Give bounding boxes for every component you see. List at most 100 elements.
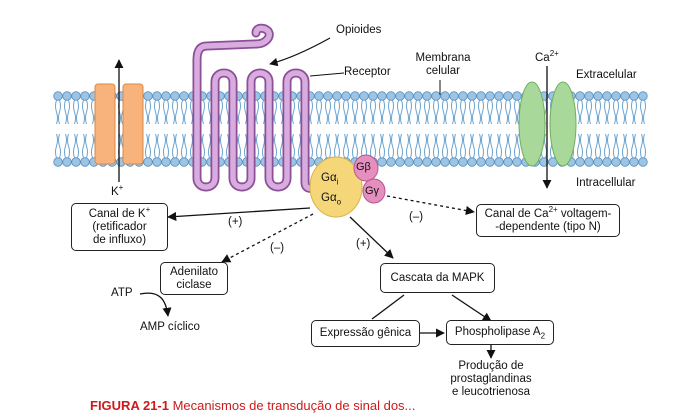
- products-line3: e leucotrienosa: [452, 386, 530, 398]
- lipid-tail: [607, 133, 610, 159]
- lipid-head: [422, 157, 432, 167]
- lipid-head: [53, 91, 63, 101]
- lipid-tail: [364, 99, 367, 125]
- lipid-tail: [202, 99, 205, 125]
- canal-k-line1-base: Canal de K: [88, 207, 146, 220]
- canal-ca-box: Canal de Ca2+ voltagem- -dependente (tip…: [476, 204, 620, 237]
- lipid-head: [71, 91, 81, 101]
- canal-k-box: Canal de K+ (retificador de influxo): [71, 203, 168, 251]
- lipid-tail: [634, 133, 637, 159]
- lipid-head: [413, 157, 423, 167]
- lipid-tail: [364, 133, 367, 159]
- lipid-head: [350, 91, 360, 101]
- lipid-tail: [580, 99, 583, 125]
- lipid-tail: [607, 99, 610, 125]
- lipid-head: [440, 91, 450, 101]
- lipid-tail: [460, 99, 463, 125]
- lipid-tail: [640, 99, 643, 125]
- k-base: K: [111, 186, 119, 198]
- lipid-tail: [391, 133, 394, 159]
- g-gamma-label: Gγ: [365, 185, 380, 197]
- lipid-tail: [409, 99, 412, 125]
- lipid-tail: [499, 99, 502, 125]
- phospholipase-base: Phospholipase A: [454, 326, 541, 338]
- canal-ca-line1: Canal de Ca2+ voltagem-: [485, 205, 612, 221]
- lipid-tail: [409, 133, 412, 159]
- lipid-tail: [181, 99, 184, 125]
- lipid-head: [458, 91, 468, 101]
- lipid-head: [80, 157, 90, 167]
- lipid-tail: [316, 133, 319, 159]
- adenilato-line2: ciclase: [176, 278, 212, 291]
- lipid-tail: [373, 133, 376, 159]
- lipid-tail: [73, 133, 76, 159]
- lipid-tail: [496, 133, 499, 159]
- lipid-head: [476, 157, 486, 167]
- camp-label: AMP cíclico: [140, 321, 200, 333]
- lipid-tail: [463, 133, 466, 159]
- lipid-tail: [454, 99, 457, 125]
- lipid-tail: [469, 133, 472, 159]
- expressao-text: Expressão gênica: [319, 327, 412, 339]
- lipid-tail: [310, 99, 313, 125]
- adenilato-line1: Adenilato: [170, 265, 218, 278]
- lipid-head: [170, 91, 180, 101]
- lipid-tail: [424, 99, 427, 125]
- lipid-tail: [157, 133, 160, 159]
- lipid-tail: [388, 99, 391, 125]
- lipid-tail: [145, 99, 148, 125]
- atp-label: ATP: [111, 287, 133, 299]
- lipid-tail: [298, 99, 301, 125]
- lipid-tail: [418, 133, 421, 159]
- opioid-arrow: [269, 37, 331, 67]
- lipid-head: [404, 157, 414, 167]
- lipid-tail: [73, 99, 76, 125]
- lipid-tail: [631, 99, 634, 125]
- lipid-tail: [76, 133, 79, 159]
- ca-sup: 2+: [549, 49, 559, 59]
- lipid-tail: [274, 99, 277, 125]
- lipid-tail: [310, 133, 313, 159]
- lipid-tail: [604, 99, 607, 125]
- canal-k-line3: de influxo): [92, 233, 147, 246]
- lipid-tail: [499, 133, 502, 159]
- sign-plus-k: (+): [228, 216, 243, 228]
- lipid-tail: [337, 133, 340, 159]
- lipid-head: [494, 91, 504, 101]
- g-protein: [309, 154, 386, 218]
- lipid-tail: [472, 99, 475, 125]
- lipid-head: [449, 157, 459, 167]
- lipid-tail: [613, 133, 616, 159]
- canal-k-line1: Canal de K+: [88, 205, 151, 221]
- lipid-head: [179, 157, 189, 167]
- lipid-tail: [643, 99, 646, 125]
- lipid-tail: [634, 99, 637, 125]
- lipid-tail: [580, 133, 583, 159]
- lipid-tail: [82, 99, 85, 125]
- membrane-label: Membrana celular: [415, 52, 471, 78]
- lipid-head: [368, 91, 378, 101]
- lipid-head: [80, 91, 90, 101]
- lipid-tail: [184, 133, 187, 159]
- lipid-tail: [622, 99, 625, 125]
- lipid-tail: [67, 133, 70, 159]
- sign-plus-mapk: (+): [356, 238, 371, 250]
- lipid-tail: [622, 133, 625, 159]
- lipid-tail: [445, 133, 448, 159]
- lipid-tail: [508, 133, 511, 159]
- lipid-tail: [589, 99, 592, 125]
- lipid-tail: [433, 133, 436, 159]
- lipid-tail: [361, 99, 364, 125]
- lipid-tail: [82, 133, 85, 159]
- lipid-tail: [274, 133, 277, 159]
- atp-to-camp-arrow: [139, 292, 172, 317]
- lipid-tail: [451, 99, 454, 125]
- lipid-head: [620, 91, 630, 101]
- lipid-tail: [346, 133, 349, 159]
- lipid-head: [638, 91, 648, 101]
- lipid-tail: [298, 133, 301, 159]
- lipid-tail: [64, 133, 67, 159]
- lipid-tail: [415, 99, 418, 125]
